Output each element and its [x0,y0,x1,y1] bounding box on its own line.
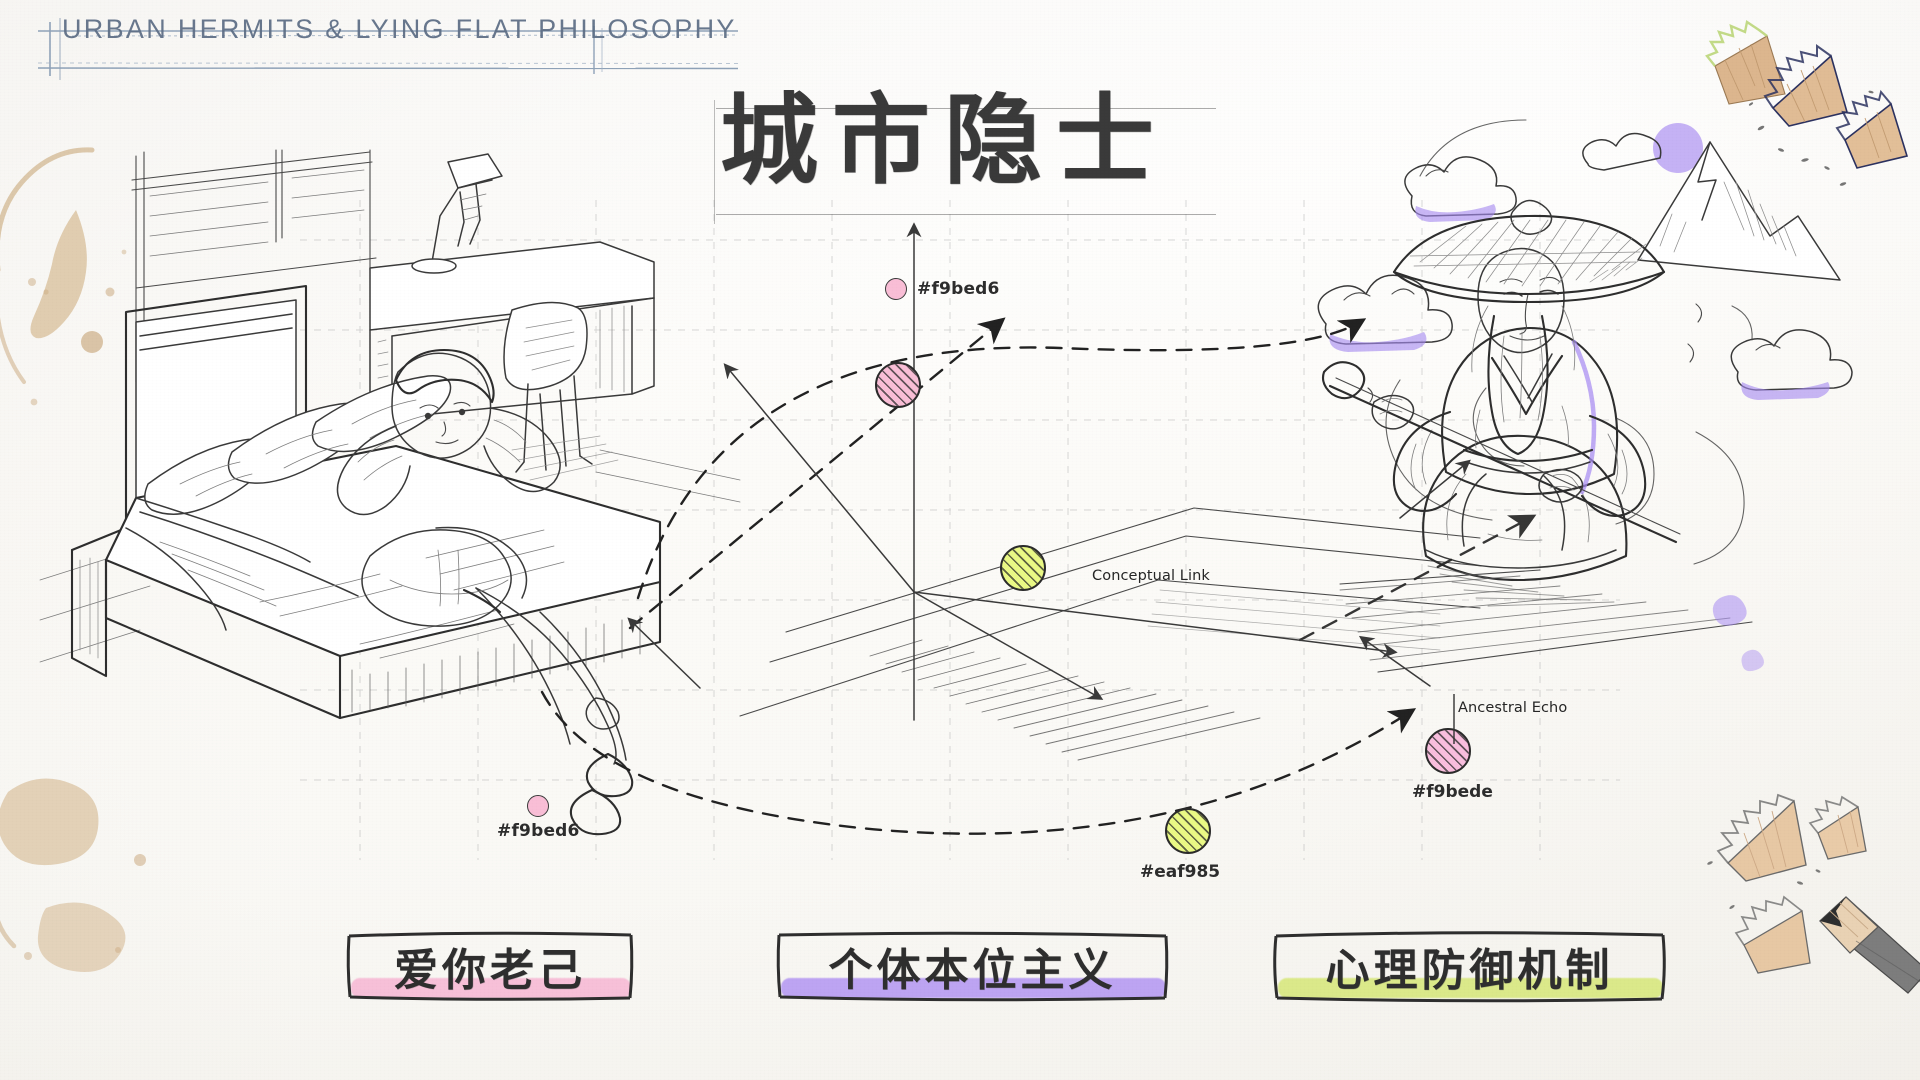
node-hatch [1167,810,1209,852]
header-frame [37,18,739,80]
tag-highlight [351,978,631,998]
swatch-legend-left: #f9bed6 [497,795,580,841]
page-title: URBAN HERMITS & LYING FLAT PHILOSOPHY [62,14,737,44]
node-hatch [877,364,919,406]
shaving-small [1808,795,1867,860]
annotation-conceptual-link: Conceptual Link [1092,568,1210,584]
pencil [1819,896,1920,994]
purple-flecks [1712,595,1764,672]
node-hatch [1002,547,1044,589]
arc-upper [636,318,1367,600]
connection-arrows [540,222,1537,835]
graphite-specks [1748,90,1874,186]
axis-diag-up [723,363,915,593]
node-yellow-lower[interactable] [1161,804,1215,858]
scene-daoist-sage [1317,119,1853,607]
floor-shadow-bridge [739,507,1483,761]
swatch-label-pink-top: #f9bed6 [917,279,1000,299]
swatch-legend-top: #f9bed6 [885,278,1000,300]
term-tag-row: 爱你老己 个体本位主义 心理防御机制 [0,930,1920,1040]
arrow-small-bottom [1358,635,1431,687]
node-caption-yellow: #eaf985 [1140,862,1221,882]
title-rule-top [716,108,1216,109]
shaving-large [1716,793,1807,882]
pencil-shavings-top-right [1705,20,1909,186]
arrow-small-left [627,617,701,689]
node-caption-pink-right: #f9bede [1412,782,1493,802]
cloud-left [1317,274,1453,352]
arrow-ancestral-echo [1298,514,1537,642]
cloud-top-mid [1582,132,1662,171]
arc-lower [540,690,1417,835]
arrow-conceptual-link [628,317,1006,630]
tag-individualism[interactable]: 个体本位主义 [775,930,1170,1002]
cloud-top-left [1404,156,1517,222]
pencil-and-shavings-bottom-right [1707,793,1920,994]
swatch-label-pink-left: #f9bed6 [497,821,580,841]
graphite-specks [1707,861,1821,909]
tag-highlight [1278,978,1663,998]
arrow-small-right [1399,459,1471,519]
swatch-dot-pink-top [885,278,907,300]
axis-diag-right [913,591,1398,659]
title-rule-bottom [716,214,1216,215]
coffee-stain-left [0,147,127,406]
tag-highlight [781,978,1166,998]
scene-bedroom-lying-flat [39,149,741,836]
shadow-ramp [1339,569,1753,673]
main-title-chinese: 城市隐士 [720,83,1169,198]
node-pink-upper[interactable] [871,358,925,412]
annotation-tick-ancestral [1453,694,1455,744]
coffee-stain-bottom-left [0,778,146,972]
shaving-bottom [1734,895,1811,974]
title-rule-left [714,100,715,224]
tag-love-yourself[interactable]: 爱你老己 [345,930,635,1002]
cloud-right [1730,329,1853,400]
node-yellow-mid[interactable] [996,541,1050,595]
tag-label: 爱你老己 [394,945,586,996]
tag-label: 个体本位主义 [828,945,1117,996]
shaving-green [1705,20,1786,105]
axis-diag-down [913,591,1104,700]
swatch-dot-pink-left [527,795,550,817]
annotation-ancestral-echo: Ancestral Echo [1458,700,1568,716]
tag-defense-mechanism[interactable]: 心理防御机制 [1272,930,1667,1003]
tag-label: 心理防御机制 [1325,945,1614,996]
sun-purple [1653,123,1703,173]
shaving-navy-2 [1835,89,1909,169]
node-hatch [1427,730,1469,772]
